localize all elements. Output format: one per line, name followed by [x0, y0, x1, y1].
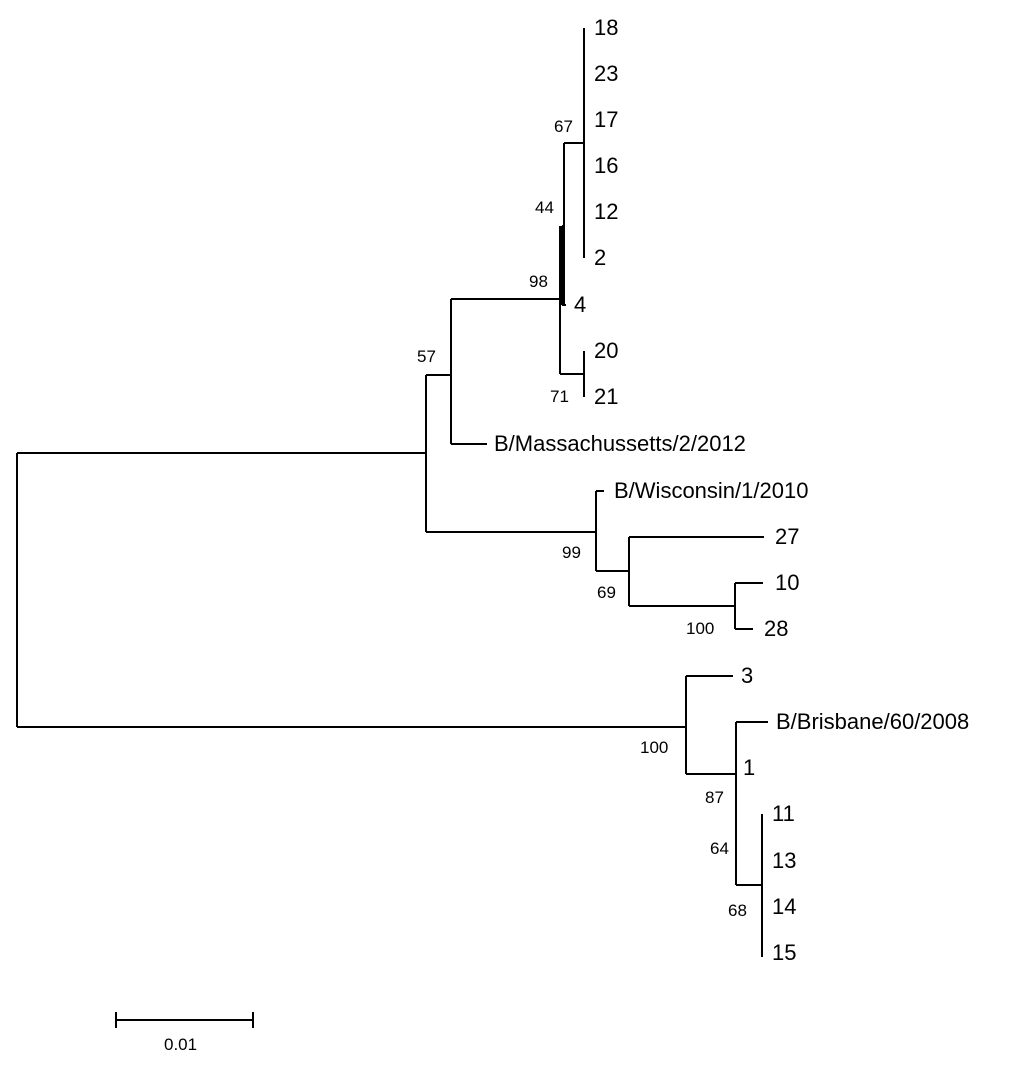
support-label: 67: [554, 117, 573, 136]
leaf-label: 21: [594, 384, 618, 409]
support-label: 100: [686, 619, 714, 638]
leaf-labels: 18 23 17 16 12 2 4 20 21 B/Massachussett…: [494, 15, 969, 965]
leaf-label: 13: [772, 848, 796, 873]
support-label: 87: [705, 788, 724, 807]
leaf-label: 11: [772, 801, 795, 826]
leaf-label: 10: [775, 570, 799, 595]
support-label: 57: [417, 347, 436, 366]
leaf-label: B/Brisbane/60/2008: [776, 709, 969, 734]
leaf-label: 3: [741, 663, 753, 688]
support-label: 69: [597, 583, 616, 602]
leaf-label: 20: [594, 338, 618, 363]
leaf-label: 2: [594, 245, 606, 270]
leaf-label: 17: [594, 107, 618, 132]
leaf-label: 1: [743, 755, 755, 780]
leaf-label: 12: [594, 199, 618, 224]
support-labels: 67 44 98 71 57 99 69 100 100 87 64 68: [417, 117, 747, 920]
leaf-label: 15: [772, 940, 796, 965]
support-label: 64: [710, 839, 729, 858]
scale-bar: 0.01: [115, 1012, 254, 1054]
support-label: 99: [562, 543, 581, 562]
leaf-label: 18: [594, 15, 618, 40]
support-label: 98: [529, 272, 548, 291]
leaf-label: 27: [775, 524, 799, 549]
leaf-label: 14: [772, 894, 796, 919]
tree-branches: [16, 28, 768, 957]
leaf-label: B/Wisconsin/1/2010: [614, 478, 808, 503]
leaf-label: B/Massachussetts/2/2012: [494, 431, 746, 456]
leaf-label: 28: [764, 616, 788, 641]
support-label: 68: [728, 901, 747, 920]
support-label: 44: [535, 198, 554, 217]
leaf-label: 23: [594, 61, 618, 86]
support-label: 71: [550, 387, 569, 406]
leaf-label: 16: [594, 153, 618, 178]
leaf-label: 4: [574, 292, 586, 317]
support-label: 100: [640, 738, 668, 757]
scale-bar-label: 0.01: [164, 1035, 197, 1054]
